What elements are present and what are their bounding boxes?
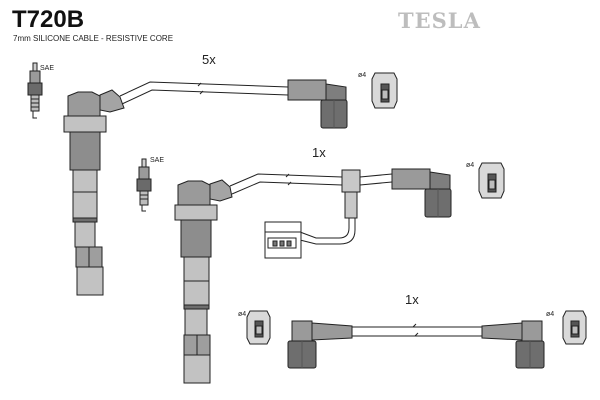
coil-boot-2: [174, 179, 233, 384]
brand-logo: TESLA: [398, 8, 481, 33]
terminal-1: [371, 72, 398, 109]
terminal-diameter-label-1: ø4: [358, 72, 366, 79]
terminal-2: [478, 162, 505, 199]
terminal-4: [562, 310, 587, 345]
part-number: T720B: [12, 6, 85, 33]
cable-spec: 7mm SILICONE CABLE - RESISTIVE CORE: [13, 34, 174, 43]
quantity-label-5x: 5x: [202, 52, 216, 67]
sensor-connector: [264, 221, 302, 259]
coil-boot-1: [63, 89, 125, 296]
terminal-diameter-label-2: ø4: [466, 162, 474, 169]
plug-standard-label-2: SAE: [150, 157, 164, 164]
spark-plug-2: [136, 158, 152, 212]
angled-connector-4: [481, 320, 545, 369]
terminal-diameter-label-3: ø4: [238, 311, 246, 318]
quantity-label-1x-top: 1x: [312, 145, 326, 160]
terminal-3: [246, 310, 271, 345]
angled-connector-1: [287, 79, 348, 129]
angled-connector-2: [391, 168, 452, 218]
quantity-label-1x-bottom: 1x: [405, 292, 419, 307]
terminal-diameter-label-4: ø4: [546, 311, 554, 318]
cable-1x-bottom: [352, 323, 482, 337]
cable-5x: [119, 81, 289, 105]
angled-connector-3: [287, 320, 353, 369]
plug-standard-label-1: SAE: [40, 65, 54, 72]
spark-plug-1: [27, 62, 43, 119]
cable-1x-with-sensor: [229, 169, 393, 245]
